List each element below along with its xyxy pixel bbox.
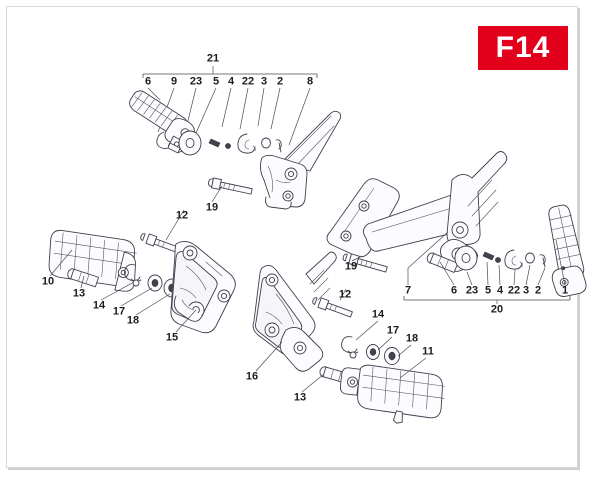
callout-2-top: 2 [276, 75, 284, 88]
callout-10: 10 [41, 275, 55, 288]
part-bracket-16 [252, 251, 337, 372]
part-washer-17-left [147, 274, 163, 292]
callout-20: 20 [490, 303, 504, 316]
part-bolt-12-center [312, 297, 353, 318]
part-ball-4-top [225, 143, 231, 149]
part-bolt-19-upper [208, 177, 253, 195]
callout-22-top: 22 [241, 75, 255, 88]
callout-11: 11 [422, 345, 434, 358]
callout-3-top: 3 [260, 75, 268, 88]
part-washer-23-top [178, 130, 202, 156]
right-callout-leaders [403, 231, 571, 304]
callout-6-top: 6 [144, 75, 152, 88]
callout-3-right: 3 [522, 284, 530, 297]
misc-leaders [49, 185, 427, 393]
part-clip-top-left [156, 131, 181, 154]
part-oring-3-right [525, 252, 535, 264]
part-footpeg-lower-right [339, 364, 445, 424]
callout-8-top: 8 [306, 75, 314, 88]
part-pin-5-top [208, 138, 221, 148]
callout-4-right: 4 [496, 284, 504, 297]
callout-23-right: 23 [465, 284, 479, 297]
callout-18-lower: 18 [405, 332, 419, 345]
callout-9-top: 9 [170, 75, 178, 88]
callout-2-right: 2 [534, 284, 542, 297]
part-oring-3-top [261, 137, 271, 149]
callout-18-left: 18 [126, 314, 140, 327]
callout-6-right: 6 [450, 284, 458, 297]
callout-13-lower: 13 [293, 391, 307, 404]
part-heelguard-top [259, 110, 342, 210]
part-clip-22-top [237, 133, 256, 154]
part-footpeg-far-right [548, 204, 587, 297]
callout-23-top: 23 [189, 75, 203, 88]
figure-badge: F14 [478, 26, 568, 70]
part-bolt-19-right [342, 253, 388, 273]
part-pin-13-left [67, 268, 99, 288]
part-washer-17-lower [366, 344, 380, 360]
part-ball-4-right [495, 257, 501, 263]
part-clip-14-lower [341, 336, 359, 359]
part-bracket-15 [170, 241, 236, 334]
callout-22-right: 22 [507, 284, 521, 297]
callout-13-left: 13 [72, 287, 86, 300]
callout-12-center: 12 [338, 288, 352, 301]
callout-7: 7 [404, 284, 412, 297]
callout-4-top: 4 [227, 75, 235, 88]
part-pin-6-right [426, 252, 459, 273]
callout-1: 1 [561, 284, 569, 297]
part-bracket-main-right [326, 151, 508, 272]
callout-16: 16 [245, 370, 259, 383]
part-washer-23-right [454, 245, 478, 271]
callout-12-left: 12 [175, 209, 189, 222]
callout-14-left: 14 [92, 299, 106, 312]
part-pin-5-right [482, 251, 495, 261]
callout-5-right: 5 [484, 284, 492, 297]
callout-21: 21 [206, 52, 220, 65]
callout-14-lower: 14 [371, 308, 385, 321]
callout-15: 15 [165, 331, 179, 344]
callout-5-top: 5 [212, 75, 220, 88]
part-bushing-18-lower [384, 347, 400, 365]
callout-19-right: 19 [344, 260, 358, 273]
part-clip-22-right [504, 249, 523, 270]
part-clip-14-left [124, 264, 142, 287]
part-cotterpin-2-top [275, 139, 282, 153]
callout-17-lower: 17 [386, 324, 400, 337]
callout-17-left: 17 [112, 305, 126, 318]
callout-19-upper: 19 [205, 201, 219, 214]
part-cotterpin-2-right [539, 254, 546, 268]
